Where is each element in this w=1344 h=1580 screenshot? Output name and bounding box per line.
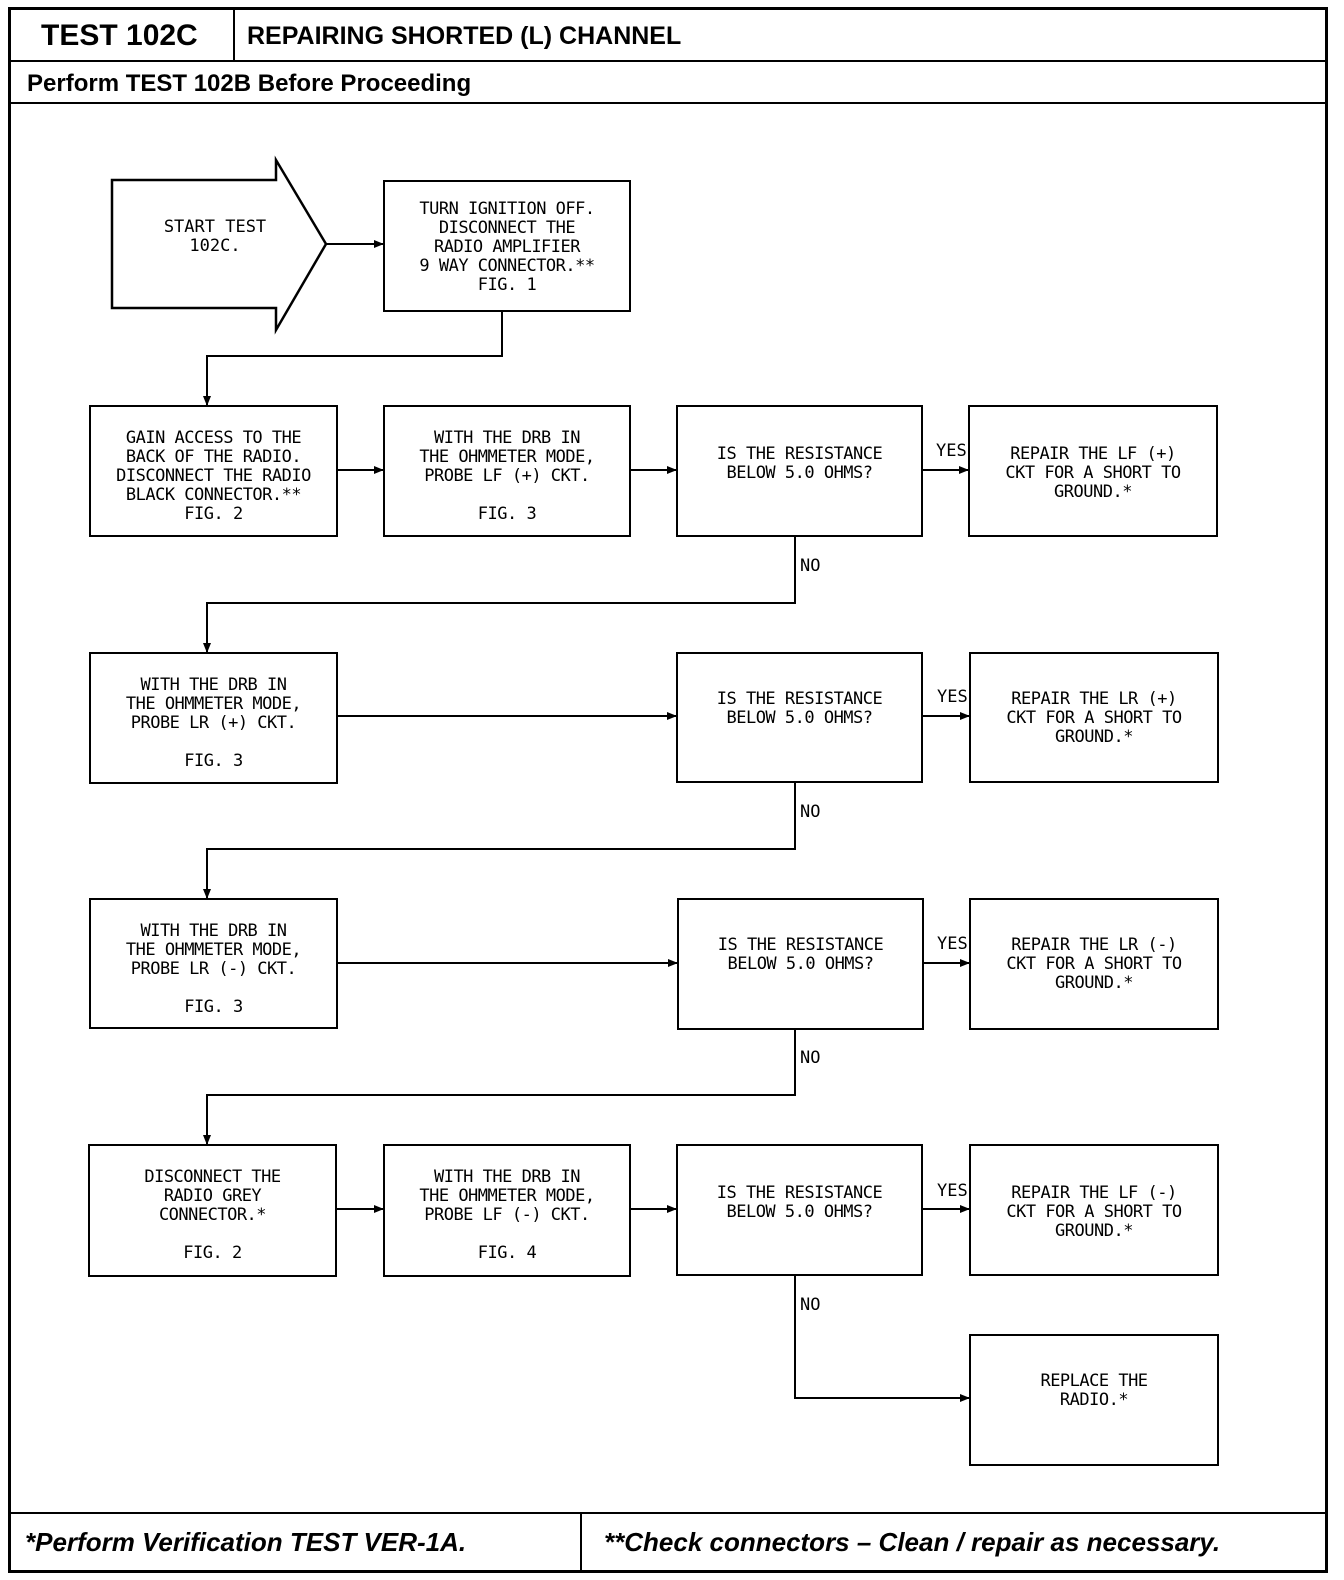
repair-lr-minus: REPAIR THE LR (-) CKT FOR A SHORT TO GRO… (969, 898, 1219, 1030)
step-ignition-off: TURN IGNITION OFF. DISCONNECT THE RADIO … (383, 180, 631, 312)
start-test-label: START TEST 102C. (163, 217, 267, 256)
no-label-3: NO (800, 1048, 821, 1068)
yes-label-2: YES (937, 687, 968, 707)
connector-q2-no (203, 783, 796, 899)
page-subtitle: Perform TEST 102B Before Proceeding (11, 62, 1325, 104)
step-probe-lr-minus: WITH THE DRB IN THE OHMMETER MODE, PROBE… (89, 898, 338, 1029)
connector-q4-no (794, 1276, 970, 1402)
yes-label-4: YES (937, 1181, 968, 1201)
footer-row: *Perform Verification TEST VER-1A. **Che… (11, 1512, 1325, 1570)
footer-note-verification: *Perform Verification TEST VER-1A. (11, 1514, 582, 1570)
question-resistance-2: IS THE RESISTANCE BELOW 5.0 OHMS? (676, 652, 923, 783)
step-disconnect-grey: DISCONNECT THE RADIO GREY CONNECTOR.* FI… (88, 1144, 337, 1277)
page-title: REPAIRING SHORTED (L) CHANNEL (247, 22, 682, 50)
diagram-frame: TEST 102C REPAIRING SHORTED (L) CHANNEL … (8, 7, 1328, 1573)
question-resistance-3: IS THE RESISTANCE BELOW 5.0 OHMS? (677, 898, 924, 1030)
connector-q1-no (203, 537, 796, 653)
repair-lr-plus: REPAIR THE LR (+) CKT FOR A SHORT TO GRO… (969, 652, 1219, 783)
step-probe-lf-minus: WITH THE DRB IN THE OHMMETER MODE, PROBE… (383, 1144, 631, 1277)
replace-radio: REPLACE THE RADIO.* (969, 1334, 1219, 1466)
step-probe-lr-plus: WITH THE DRB IN THE OHMMETER MODE, PROBE… (89, 652, 338, 784)
step-gain-access: GAIN ACCESS TO THE BACK OF THE RADIO. DI… (89, 405, 338, 537)
test-id: TEST 102C (11, 10, 235, 60)
header-row: TEST 102C REPAIRING SHORTED (L) CHANNEL (11, 10, 1325, 62)
connector-ignition-access (203, 312, 503, 406)
no-label-4: NO (800, 1295, 821, 1315)
repair-lf-minus: REPAIR THE LF (-) CKT FOR A SHORT TO GRO… (969, 1144, 1219, 1276)
step-probe-lf-plus: WITH THE DRB IN THE OHMMETER MODE, PROBE… (383, 405, 631, 537)
question-resistance-1: IS THE RESISTANCE BELOW 5.0 OHMS? (676, 405, 923, 537)
footer-note-connectors: **Check connectors – Clean / repair as n… (604, 1527, 1221, 1557)
no-label-2: NO (800, 802, 821, 822)
start-arrow-shape (110, 155, 328, 335)
connector-q3-no (203, 1030, 796, 1145)
yes-label-3: YES (937, 934, 968, 954)
question-resistance-4: IS THE RESISTANCE BELOW 5.0 OHMS? (676, 1144, 923, 1276)
repair-lf-plus: REPAIR THE LF (+) CKT FOR A SHORT TO GRO… (968, 405, 1218, 537)
no-label-1: NO (800, 556, 821, 576)
yes-label-1: YES (936, 441, 967, 461)
